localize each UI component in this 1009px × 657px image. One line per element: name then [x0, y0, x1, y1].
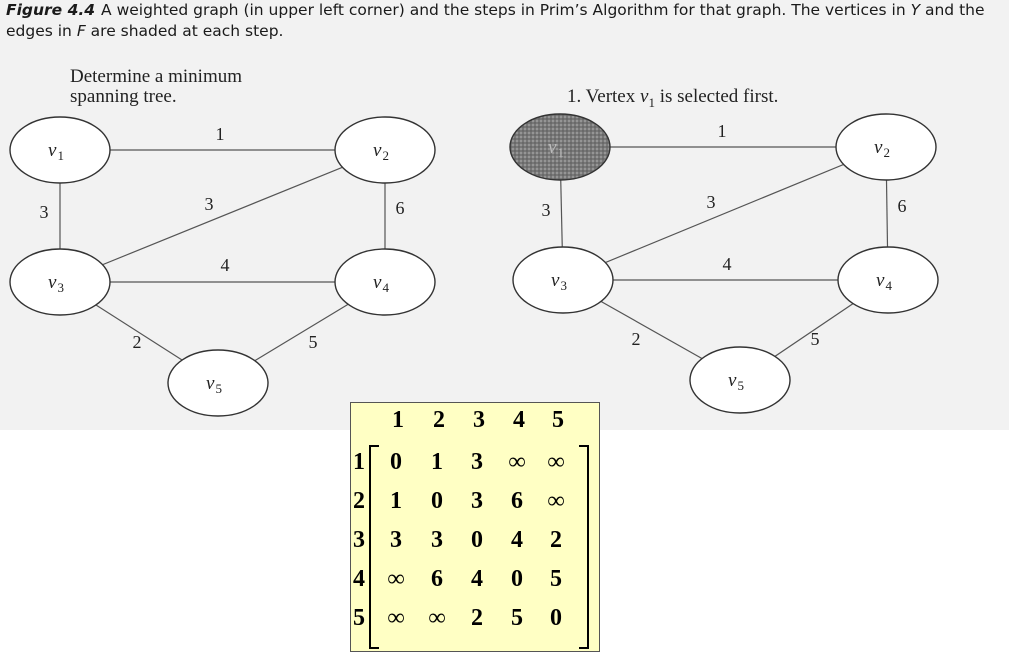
matrix-row-header: 3 — [353, 527, 365, 553]
edge-weight-v5-v4: 5 — [309, 332, 318, 352]
matrix-cell: 1 — [431, 449, 443, 475]
left-graph-title-line2: spanning tree. — [70, 86, 177, 107]
matrix-cell: 5 — [550, 566, 562, 592]
matrix-cell: 4 — [511, 527, 523, 553]
matrix-cell: ∞ — [547, 488, 565, 514]
edge-weight-v2-v4: 6 — [396, 198, 405, 218]
figure-caption: Figure 4.4 A weighted graph (in upper lef… — [6, 0, 1006, 42]
edge-weight-v3-v5: 2 — [632, 329, 641, 349]
matrix-row-header: 4 — [353, 566, 365, 592]
vertex-v2 — [835, 113, 937, 181]
right-title-prefix: 1. Vertex — [567, 86, 640, 107]
vertex-v5 — [167, 349, 269, 417]
matrix-cell: 0 — [550, 605, 562, 631]
matrix-cell: 3 — [471, 449, 483, 475]
matrix-row-header: 1 — [353, 449, 365, 475]
edge-v3-v2 — [562, 146, 887, 281]
figure-band — [0, 0, 1009, 430]
edge-weight-v5-v4: 5 — [811, 329, 820, 349]
matrix-cell: 3 — [471, 488, 483, 514]
vertex-v4 — [334, 248, 436, 316]
matrix-cell: ∞ — [428, 605, 446, 631]
matrix-cell: 4 — [471, 566, 483, 592]
matrix-cell: 2 — [471, 605, 483, 631]
edge-weight-v1-v2: 1 — [718, 121, 727, 141]
right-title-sub: 1 — [648, 94, 655, 110]
caption-var-f: F — [76, 22, 86, 40]
figure-label: Figure 4.4 — [6, 1, 96, 19]
edge-weight-v3-v2: 3 — [707, 192, 716, 212]
matrix-cell: 6 — [431, 566, 443, 592]
matrix-cell: 0 — [511, 566, 523, 592]
matrix-right-bracket — [579, 445, 589, 649]
edge-weight-v1-v2: 1 — [216, 124, 225, 144]
matrix-left-bracket — [369, 445, 379, 649]
matrix-cell: ∞ — [547, 449, 565, 475]
right-title-var: v — [640, 86, 649, 107]
matrix-col-header: 2 — [433, 407, 445, 433]
matrix-cell: ∞ — [387, 605, 405, 631]
edge-weight-v2-v4: 6 — [898, 196, 907, 216]
matrix-cell: 0 — [431, 488, 443, 514]
matrix-cell: 5 — [511, 605, 523, 631]
edge-v3-v2 — [59, 149, 386, 283]
matrix-row-header: 5 — [353, 605, 365, 631]
edge-weight-v3-v2: 3 — [205, 194, 214, 214]
matrix-col-header: 4 — [513, 407, 525, 433]
matrix-cell: 1 — [390, 488, 402, 514]
vertex-v5 — [689, 346, 791, 414]
vertex-v1 — [9, 116, 111, 184]
matrix-cell: ∞ — [387, 566, 405, 592]
matrix-col-header: 5 — [552, 407, 564, 433]
matrix-cell: 2 — [550, 527, 562, 553]
caption-var-y: Y — [910, 1, 921, 19]
matrix-cell: 6 — [511, 488, 523, 514]
matrix-col-header: 3 — [473, 407, 485, 433]
matrix-cell: ∞ — [508, 449, 526, 475]
right-title-suffix: is selected first. — [654, 86, 779, 107]
matrix-cell: 0 — [471, 527, 483, 553]
edge-weight-v1-v3: 3 — [542, 200, 551, 220]
matrix-cell: 3 — [390, 527, 402, 553]
edge-weight-v3-v5: 2 — [133, 332, 142, 352]
caption-text-1: A weighted graph (in upper left corner) … — [101, 1, 911, 19]
edge-weight-v1-v3: 3 — [40, 202, 49, 222]
right-graph-title: 1. Vertex v1 is selected first. — [567, 87, 778, 112]
edge-weight-v3-v4: 4 — [723, 254, 732, 274]
vertex-v1 — [509, 113, 611, 181]
matrix-row-header: 2 — [353, 488, 365, 514]
vertex-v3 — [512, 246, 614, 314]
matrix-cell: 3 — [431, 527, 443, 553]
caption-text-3: are shaded at each step. — [85, 22, 284, 40]
vertex-v3 — [9, 248, 111, 316]
caption-text-2: and the edges in — [6, 1, 985, 40]
left-graph-title-line1: Determine a minimum — [70, 66, 243, 87]
edge-weight-v3-v4: 4 — [221, 255, 230, 275]
matrix-col-header: 1 — [392, 407, 404, 433]
vertex-v4 — [837, 246, 939, 314]
matrix-cell: 0 — [390, 449, 402, 475]
vertex-v2 — [334, 116, 436, 184]
